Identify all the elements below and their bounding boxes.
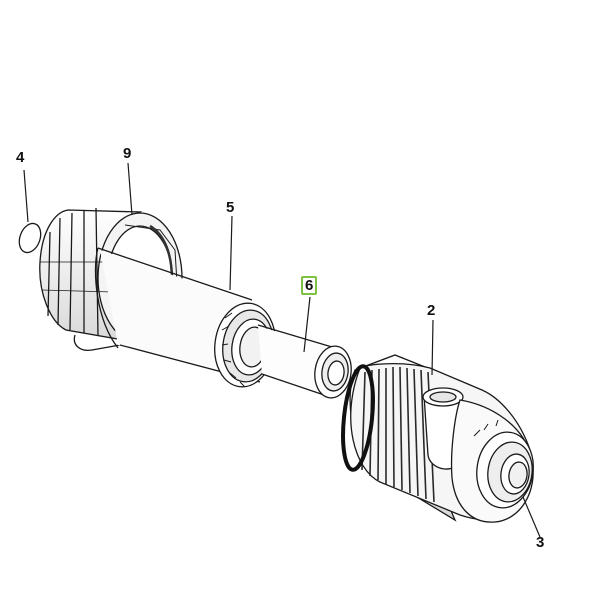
callout-part-3: 3 (536, 534, 545, 551)
o-ring-part (18, 222, 42, 254)
callout-part-5: 5 (226, 199, 235, 216)
leader-lines (23, 162, 541, 538)
callout-part-9: 9 (123, 145, 132, 162)
inner-safety-element-part (257, 324, 352, 399)
callout-part-6: 6 (301, 276, 318, 295)
callout-part-2: 2 (427, 302, 436, 319)
callout-part-4: 4 (16, 149, 25, 166)
air-filter-housing-part (341, 354, 534, 523)
outer-filter-element-part (94, 247, 276, 388)
